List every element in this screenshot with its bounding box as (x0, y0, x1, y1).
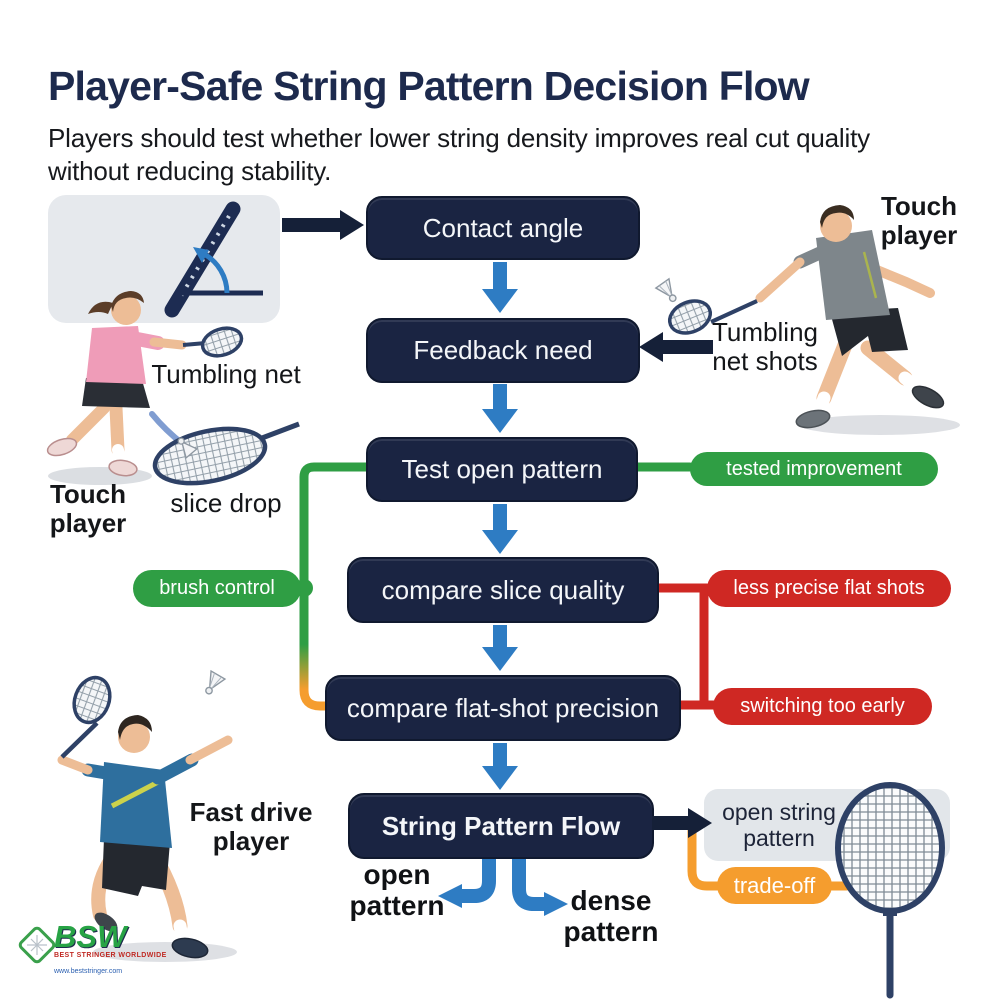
illustration-touch-player-male (755, 205, 960, 435)
flow-node-compare-flat-shot-precision: compare flat-shot precision (325, 675, 681, 741)
bsw-logo: BSW BEST STRINGER WORLDWIDE www.beststri… (12, 920, 167, 975)
racket-pink-player (182, 326, 244, 358)
flow-node-compare-slice-quality: compare slice quality (347, 557, 659, 623)
annotation-tumbling-net-shots: Tumbling net shots (712, 317, 818, 376)
flow-node-string-pattern-flow: String Pattern Flow (348, 793, 654, 859)
flow-node-feedback-need: Feedback need (366, 318, 640, 383)
slice-drop-illustration (149, 411, 300, 486)
illustration-fast-drive-player (57, 715, 237, 962)
annotation-touch-player-left: Touch player (49, 479, 127, 538)
annotation-tumbling-net: Tumbling net (151, 359, 301, 389)
illustration-touch-player-female (46, 291, 187, 485)
shuttlecock-icon (205, 669, 227, 695)
contact-angle-diagram (48, 195, 280, 323)
racket-blue-player (60, 669, 227, 759)
flow-arrows-blue (482, 262, 518, 790)
angle-arrow-icon (193, 247, 209, 263)
subtitle: Players should test whether lower string… (48, 123, 870, 186)
callout-tested-improvement: tested improvement (690, 452, 938, 486)
annotation-slice-drop: slice drop (170, 488, 282, 518)
bsw-logo-emblem (18, 926, 56, 964)
callout-trade-off: trade-off (717, 867, 832, 904)
shuttlecock-icon (654, 277, 677, 303)
racket-gray-player (654, 277, 758, 335)
logo-url: www.beststringer.com (54, 968, 123, 976)
annotation-fast-drive-player: Fast drive player (189, 797, 313, 856)
callout-open-string-pattern: open string pattern (704, 789, 950, 861)
branch-label-dense-pattern: dense pattern (563, 885, 659, 947)
callout-less-precise-flat-shots: less precise flat shots (707, 570, 951, 607)
flow-node-contact-angle: Contact angle (366, 196, 640, 260)
flow-node-test-open-pattern: Test open pattern (366, 437, 638, 502)
branch-arrows-blue (438, 856, 568, 916)
callout-brush-control: brush control (133, 570, 301, 607)
shuttlecock-icon (177, 437, 199, 460)
callout-switching-too-early: switching too early (713, 688, 932, 725)
green-orange-connector (299, 589, 335, 711)
green-connectors (299, 462, 695, 588)
branch-label-open-pattern: open pattern (349, 859, 445, 921)
logo-name: BSW (54, 919, 127, 954)
logo-tagline: BEST STRINGER WORLDWIDE (54, 952, 167, 960)
page-title: Player-Safe String Pattern Decision Flow (48, 63, 810, 110)
navy-arrows (282, 210, 713, 362)
annotation-touch-player-right: Touch player (880, 191, 958, 250)
